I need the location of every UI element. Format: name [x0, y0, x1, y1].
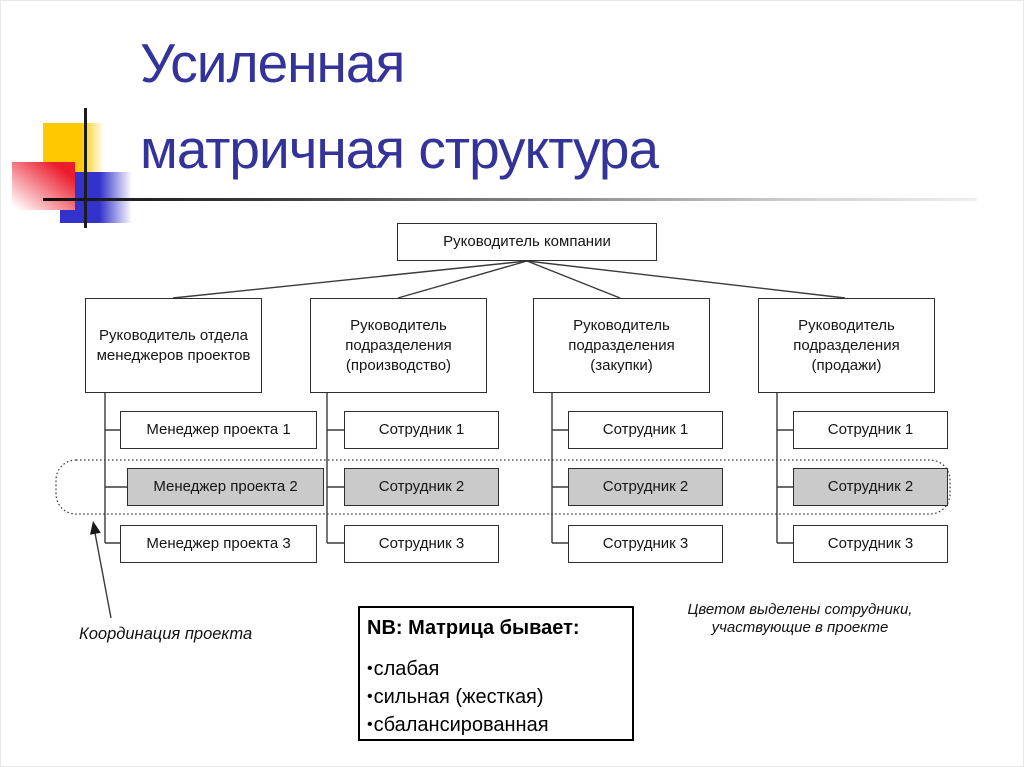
dept2-drop-line [326, 393, 344, 544]
employee-box-sales-2-highlighted: Сотрудник 2 [793, 468, 948, 506]
dept4-drop-line [776, 393, 793, 544]
ceo-dept3-connector [526, 260, 621, 299]
dept-box-sales: Руководитель подразделения (продажи) [758, 298, 935, 393]
note-item-3: • сбалансированная [367, 711, 624, 739]
employee-box-sales-1: Сотрудник 1 [793, 411, 948, 449]
slide-title-line2: матричная структура [140, 118, 659, 180]
dept-box-procurement: Руководитель подразделения (закупки) [533, 298, 710, 393]
slide-title: Усиленная матричная структура [140, 20, 659, 192]
employee-box-sales-3: Сотрудник 3 [793, 525, 948, 563]
ceo-dept4-connector [526, 260, 846, 299]
highlight-explanation: Цветом выделены сотрудники, участвующие … [687, 601, 913, 636]
note-item-2-label: сильная (жесткая) [373, 686, 544, 708]
bullet-icon: • [367, 688, 373, 705]
bullet-icon: • [367, 716, 373, 733]
employee-box-procurement-2-highlighted: Сотрудник 2 [568, 468, 723, 506]
employee-box-production-1: Сотрудник 1 [344, 411, 499, 449]
dept3-drop-line [551, 393, 568, 544]
employee-box-pm1: Менеджер проекта 1 [120, 411, 317, 449]
dept-box-production: Руководитель подразделения (производство… [310, 298, 487, 393]
note-item-1-label: слабая [373, 658, 440, 680]
employee-box-procurement-3: Сотрудник 3 [568, 525, 723, 563]
note-item-2: • сильная (жесткая) [367, 683, 624, 711]
employee-box-production-2-highlighted: Сотрудник 2 [344, 468, 499, 506]
decor-vertical-rule [84, 108, 87, 228]
ceo-box: Руководитель компании [397, 223, 657, 261]
coordination-arrow-shaft [94, 532, 112, 619]
decor-red-square [12, 162, 75, 210]
employee-box-production-3: Сотрудник 3 [344, 525, 499, 563]
employee-box-procurement-1: Сотрудник 1 [568, 411, 723, 449]
employee-box-pm3: Менеджер проекта 3 [120, 525, 317, 563]
dept-box-project-managers: Руководитель отдела менеджеров проектов [85, 298, 262, 393]
note-item-1: • слабая [367, 655, 624, 683]
title-underline-rule [43, 198, 977, 201]
bullet-icon: • [367, 660, 373, 677]
employee-box-pm2-highlighted: Менеджер проекта 2 [127, 468, 324, 506]
note-item-3-label: сбалансированная [373, 714, 549, 736]
note-box-title: NB: Матрица бывает: [367, 617, 580, 639]
note-box: NB: Матрица бывает: • слабая • сильная (… [358, 606, 634, 741]
ceo-dept1-connector [172, 260, 528, 299]
ceo-dept2-connector [397, 260, 528, 299]
coordination-label: Координация проекта [79, 625, 253, 643]
slide-title-line1: Усиленная [140, 32, 405, 94]
coordination-arrow-head [90, 521, 101, 535]
